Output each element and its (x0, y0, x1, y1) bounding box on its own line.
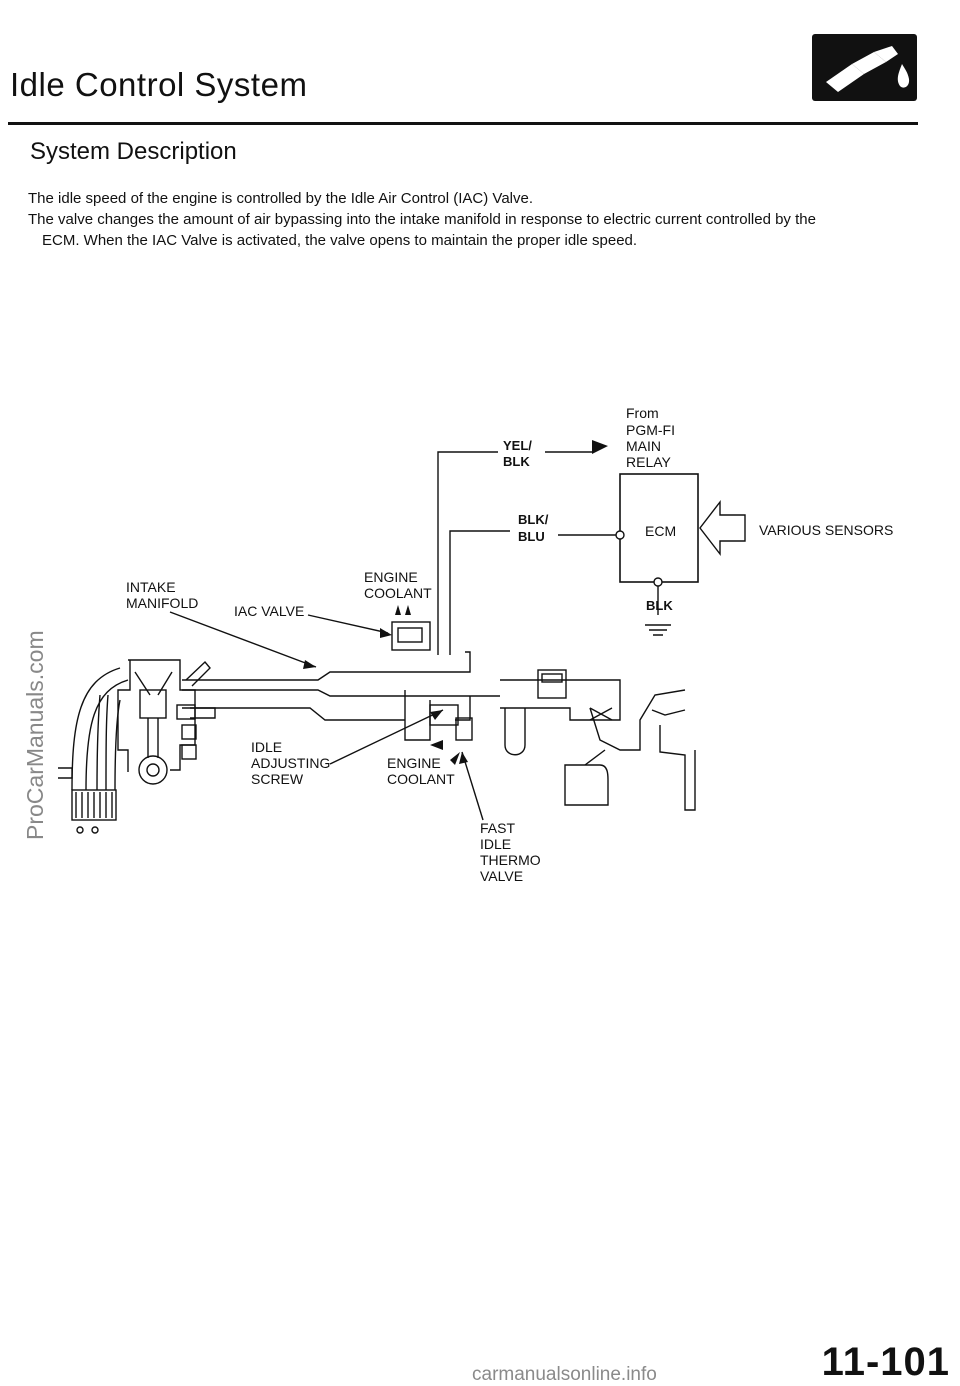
idle-control-diagram: From PGM-FI MAIN RELAY YEL/ BLK BLK/ BLU… (58, 405, 893, 884)
iac-valve-label: IAC VALVE (234, 603, 304, 619)
page-number: 11-101 (821, 1340, 950, 1384)
description-line-2: The valve changes the amount of air bypa… (28, 211, 816, 228)
description-paragraph: The valve changes the amount of air bypa… (28, 209, 908, 251)
engine-coolant-bottom-label: ENGINE COOLANT (387, 755, 455, 787)
page-title: Idle Control System (10, 66, 308, 103)
fast-idle-thermo-valve-label: FAST IDLE THERMO VALVE (480, 820, 545, 884)
side-watermark: ProCarManuals.com (22, 630, 48, 840)
footer-watermark: carmanualsonline.info (472, 1364, 657, 1385)
wire-blk-blu-label: BLK/ BLU (518, 512, 552, 544)
fuel-nozzle-icon (812, 34, 917, 101)
section-title: System Description (30, 138, 237, 165)
idle-adjusting-screw-label: IDLE ADJUSTING SCREW (251, 739, 334, 787)
engine-coolant-top-label: ENGINE COOLANT (364, 569, 432, 601)
various-sensors-label: VARIOUS SENSORS (759, 522, 893, 538)
description-line-3: ECM. When the IAC Valve is activated, th… (42, 232, 638, 249)
title-rule (8, 122, 918, 125)
wire-yel-blk-label: YEL/ BLK (503, 438, 536, 469)
ecm-label: ECM (645, 523, 676, 539)
ground-wire-label: BLK (646, 598, 673, 613)
from-relay-label: From PGM-FI MAIN RELAY (626, 405, 679, 470)
description-line-1: The idle speed of the engine is controll… (28, 190, 533, 207)
intake-manifold-label: INTAKE MANIFOLD (126, 579, 198, 611)
